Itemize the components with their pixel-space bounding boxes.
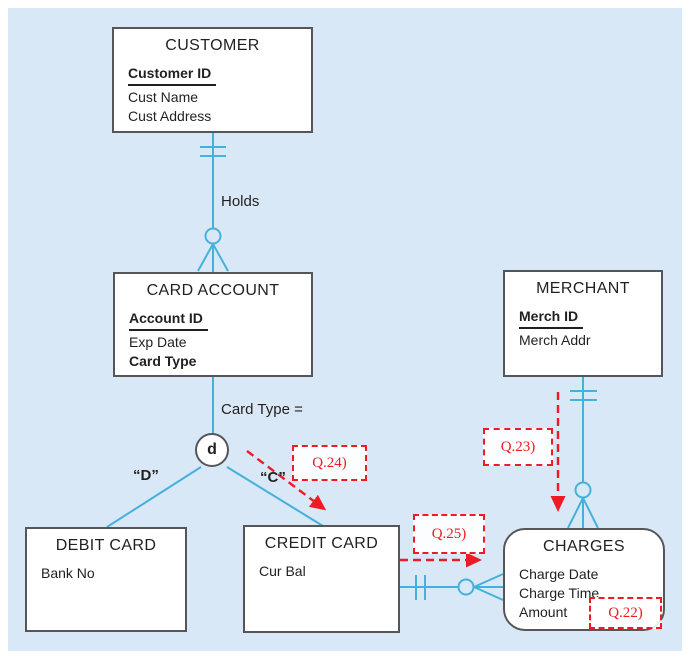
entity-card-account-title: CARD ACCOUNT: [146, 282, 280, 299]
annotation-q25-label: Q.25): [431, 525, 467, 542]
annotation-q22-label: Q.22): [608, 604, 643, 621]
relationship-label-holds: Holds: [221, 193, 260, 210]
entity-charges-attributes: Charge Date Charge Time Amount: [505, 565, 663, 622]
optional-circle-charges-top: [574, 481, 592, 499]
attribute-charge-date: Charge Date: [519, 566, 599, 582]
attribute-bank-no: Bank No: [41, 565, 95, 581]
annotation-q25: Q.25): [413, 514, 485, 554]
entity-merchant-title: MERCHANT: [536, 280, 630, 297]
attribute-charge-time: Charge Time: [519, 585, 600, 601]
attribute-cust-name: Cust Name: [128, 89, 199, 105]
entity-customer-title: CUSTOMER: [165, 37, 260, 54]
annotation-q24: Q.24): [292, 445, 367, 481]
disjoint-subtype-circle: d: [195, 433, 229, 467]
attribute-cust-address: Cust Address: [128, 108, 212, 124]
annotation-arrows: [246, 392, 566, 568]
entity-customer-attributes: Customer ID Cust Name Cust Address: [114, 64, 311, 126]
entity-charges-title: CHARGES: [543, 538, 625, 555]
optional-circle-card-account: [204, 227, 222, 245]
subtype-discriminator-label: Card Type =: [221, 401, 303, 418]
annotation-q23-label: Q.23): [500, 438, 536, 455]
annotation-q24-label: Q.24): [312, 454, 347, 471]
entity-debit-card-attributes: Bank No: [27, 564, 185, 583]
entity-merchant-attributes: Merch ID Merch Addr: [505, 307, 661, 350]
subtype-value-debit-label: “D”: [133, 467, 159, 484]
disjoint-d-label: d: [207, 441, 217, 458]
attribute-account-id: Account ID: [129, 309, 208, 331]
crow-foot-charges-top: [567, 497, 599, 529]
annotation-q22: Q.22): [589, 597, 662, 629]
entity-merchant: MERCHANT Merch ID Merch Addr: [503, 270, 663, 377]
entity-card-account-attributes: Account ID Exp Date Card Type: [115, 309, 311, 371]
holds-relationship-line: [197, 133, 229, 272]
attribute-merch-id: Merch ID: [519, 307, 584, 329]
attribute-exp-date: Exp Date: [129, 334, 187, 350]
attribute-cur-bal: Cur Bal: [259, 563, 306, 579]
attribute-card-type: Card Type: [129, 353, 197, 369]
q24-arrow: [246, 450, 327, 511]
annotation-q23: Q.23): [483, 428, 553, 466]
crow-foot-card-account: [197, 243, 229, 272]
credit-card-charges-line: [400, 573, 504, 601]
crow-foot-charges-left: [473, 573, 504, 601]
entity-credit-card-attributes: Cur Bal: [245, 562, 398, 581]
entity-card-account: CARD ACCOUNT Account ID Exp Date Card Ty…: [113, 272, 313, 377]
entity-debit-card: DEBIT CARD Bank No: [25, 527, 187, 632]
entity-credit-card: CREDIT CARD Cur Bal: [243, 525, 400, 633]
subtype-connector-lines: [106, 377, 324, 528]
optional-circle-charges-left: [457, 578, 475, 596]
d-to-debit-card-line: [106, 466, 202, 528]
attribute-customer-id: Customer ID: [128, 64, 217, 86]
entity-credit-card-title: CREDIT CARD: [264, 535, 379, 552]
attribute-amount: Amount: [519, 604, 568, 620]
d-to-credit-card-line: [226, 466, 324, 527]
attribute-merch-addr: Merch Addr: [519, 332, 591, 348]
entity-debit-card-title: DEBIT CARD: [55, 537, 157, 554]
entity-customer: CUSTOMER Customer ID Cust Name Cust Addr…: [112, 27, 313, 133]
subtype-value-credit-label: “C”: [260, 469, 286, 486]
merchant-charges-line: [567, 377, 599, 529]
